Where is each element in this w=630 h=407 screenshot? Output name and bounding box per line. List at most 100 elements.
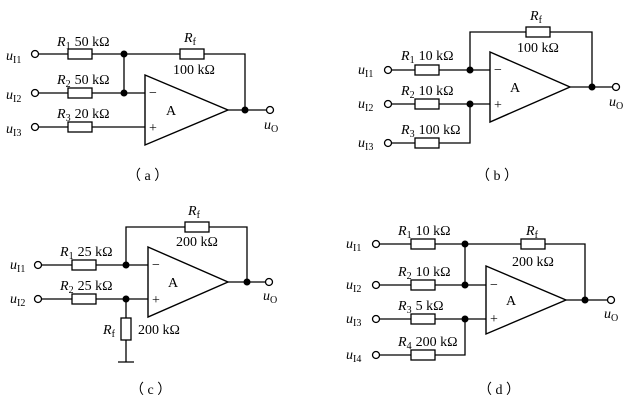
circuit-b-input-label-3: uI3 (358, 136, 373, 153)
circuit-d-resistor-r3 (410, 313, 436, 325)
circuit-b-input-label-2: uI2 (358, 97, 373, 114)
circuit-c-input-terminal-1 (33, 260, 43, 270)
circuit-d-input-terminal-4 (371, 350, 381, 360)
circuit-a-rf-symbol: Rf (183, 31, 197, 48)
circuit-c-input-label-1: uI1 (10, 258, 25, 275)
circuit-b-rf-symbol: Rf (529, 9, 543, 26)
circuit-c-rf-value: 200 kΩ (176, 235, 218, 250)
circuit-c-amp-label: A (168, 276, 179, 291)
circuit-d-rf-value: 200 kΩ (512, 255, 554, 270)
circuit-c-caption: （ c ） (130, 382, 171, 398)
circuit-c-resistor-r2 (71, 293, 97, 305)
circuit-b-output-label: uO (609, 95, 623, 112)
circuit-b-input-terminal-3 (383, 138, 393, 148)
circuit-d-rf-symbol: Rf (525, 224, 539, 241)
circuit-b-junction-output (588, 83, 596, 91)
circuit-c-resistor-rf (184, 221, 210, 233)
circuit-b-junction-noninverting (466, 100, 474, 108)
circuit-d-caption: （ d ） (478, 382, 520, 398)
circuit-d-input-label-3: uI3 (346, 312, 361, 329)
circuit-a-amp-label: A (166, 104, 177, 119)
circuit-d-input-terminal-2 (371, 280, 381, 290)
circuit-a-input-terminal-1 (30, 49, 40, 59)
circuit-a-rf-value: 100 kΩ (173, 63, 215, 78)
circuit-d-resistor-r2 (410, 279, 436, 291)
circuit-a-minus-sign: − (149, 86, 157, 101)
circuit-a-output-label: uO (264, 118, 278, 135)
circuit-c-rg-value: 200 kΩ (138, 323, 180, 338)
circuit-c-output-terminal (264, 277, 274, 287)
circuit-a-input-label-2: uI2 (6, 88, 21, 105)
circuit-d-junction-noninverting (461, 315, 469, 323)
circuit-b-resistor-r3 (414, 137, 440, 149)
circuit-b-resistor-r2 (414, 98, 440, 110)
circuit-b-plus-sign: + (494, 98, 502, 113)
circuit-c-junction-noninverting (122, 295, 130, 303)
circuit-a-junction-top (120, 50, 128, 58)
circuit-a-resistor-r3 (67, 121, 93, 133)
circuit-b-op-amp (489, 50, 572, 124)
circuit-b-rf-value: 100 kΩ (517, 41, 559, 56)
circuit-b-junction-inverting (466, 66, 474, 74)
circuit-c-output-label: uO (263, 289, 277, 306)
circuit-a-op-amp (144, 73, 230, 147)
circuit-c-rg-symbol: Rf (102, 323, 116, 340)
circuit-c-rf-symbol: Rf (187, 204, 201, 221)
circuit-d-input-terminal-3 (371, 314, 381, 324)
circuit-b-amp-label: A (510, 81, 521, 96)
circuit-b-output-terminal (611, 82, 621, 92)
circuit-c-junction-output (243, 278, 251, 286)
circuit-a-output-terminal (265, 105, 275, 115)
circuit-b-caption: （ b ） (476, 168, 518, 184)
circuit-a-input-terminal-3 (30, 122, 40, 132)
circuit-a-junction-output (241, 106, 249, 114)
circuit-c-resistor-r1 (71, 259, 97, 271)
circuit-b-minus-sign: − (494, 63, 502, 78)
circuit-a-input-label-1: uI1 (6, 49, 21, 66)
circuit-d-output-label: uO (604, 307, 618, 324)
circuit-d-input-label-2: uI2 (346, 278, 361, 295)
circuit-c-wires (41, 226, 266, 363)
circuit-c-input-terminal-2 (33, 294, 43, 304)
circuit-d-junction-inverting (461, 281, 469, 289)
circuit-b-input-terminal-1 (383, 65, 393, 75)
circuit-c-plus-sign: + (152, 293, 160, 308)
circuit-d-resistor-r4 (410, 349, 436, 361)
circuit-a-input-label-3: uI3 (6, 122, 21, 139)
circuit-d-resistor-rf (520, 238, 546, 250)
circuit-c-minus-sign: − (152, 258, 160, 273)
circuit-a-caption: （ a ） (127, 168, 168, 184)
circuit-b-resistor-r1 (414, 64, 440, 76)
circuit-d-wires (379, 243, 608, 356)
circuit-d-output-terminal (606, 295, 616, 305)
circuit-a-resistor-r1 (67, 48, 93, 60)
circuit-c-resistor-ground (120, 317, 132, 341)
circuit-a-input-terminal-2 (30, 88, 40, 98)
circuit-d-plus-sign: + (490, 312, 498, 327)
circuit-c-input-label-2: uI2 (10, 292, 25, 309)
circuit-d-junction-top (461, 240, 469, 248)
circuit-d-amp-label: A (506, 294, 517, 309)
circuit-d-resistor-r1 (410, 238, 436, 250)
circuit-b-resistor-rf (525, 26, 551, 38)
circuit-d-op-amp (485, 264, 568, 336)
circuit-b-input-label-1: uI1 (358, 63, 373, 80)
circuit-c-op-amp (147, 245, 230, 319)
circuit-c-junction-inverting (122, 261, 130, 269)
circuit-a-resistor-rf (179, 48, 205, 60)
